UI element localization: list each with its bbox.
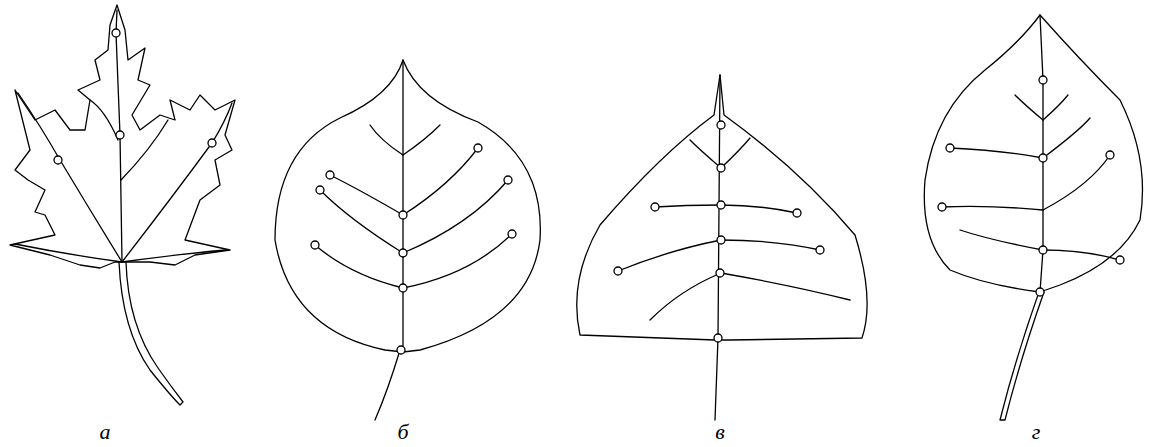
- figure-letter: в: [715, 421, 725, 443]
- deltoid-leaf: [577, 75, 867, 420]
- figure-letter: а: [100, 421, 111, 443]
- figure-letter: г: [1032, 421, 1041, 443]
- figure-letter: б: [397, 421, 408, 443]
- maple-leaf: [10, 5, 235, 405]
- ovate-leaf: [275, 60, 540, 420]
- cordate-leaf: [924, 15, 1142, 420]
